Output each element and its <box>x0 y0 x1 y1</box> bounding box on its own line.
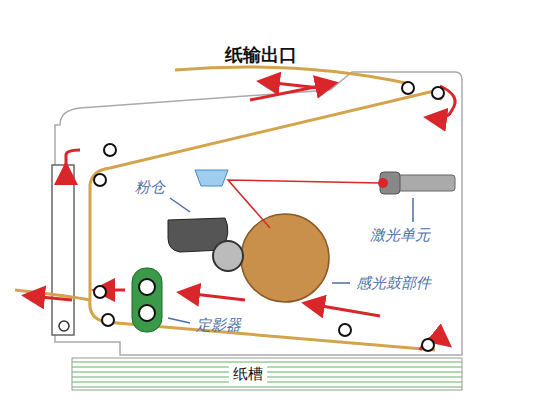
part-label: 感光鼓部件 <box>356 274 431 292</box>
paper-path <box>15 67 442 350</box>
hinge <box>59 321 69 331</box>
photosensitive-drum <box>241 214 329 302</box>
paper-tray <box>72 358 462 390</box>
printer-housing <box>55 72 462 355</box>
part-label: 定影器 <box>196 316 241 334</box>
powder-bin <box>195 170 228 186</box>
part-label: 激光单元 <box>370 226 430 244</box>
part-label: 粉仓 <box>135 178 165 196</box>
laser-unit <box>378 172 455 194</box>
fuser <box>132 268 162 332</box>
output-label: 纸输出口 <box>225 44 297 66</box>
tray-label-box: 纸槽 <box>229 365 267 384</box>
paper-flow-arrows <box>30 82 455 350</box>
tray-label: 纸槽 <box>229 365 267 384</box>
leader-lines <box>168 198 413 323</box>
side-door <box>52 165 74 335</box>
developer-roller <box>213 241 243 271</box>
laser-beam <box>228 180 380 228</box>
rollers <box>94 82 444 351</box>
